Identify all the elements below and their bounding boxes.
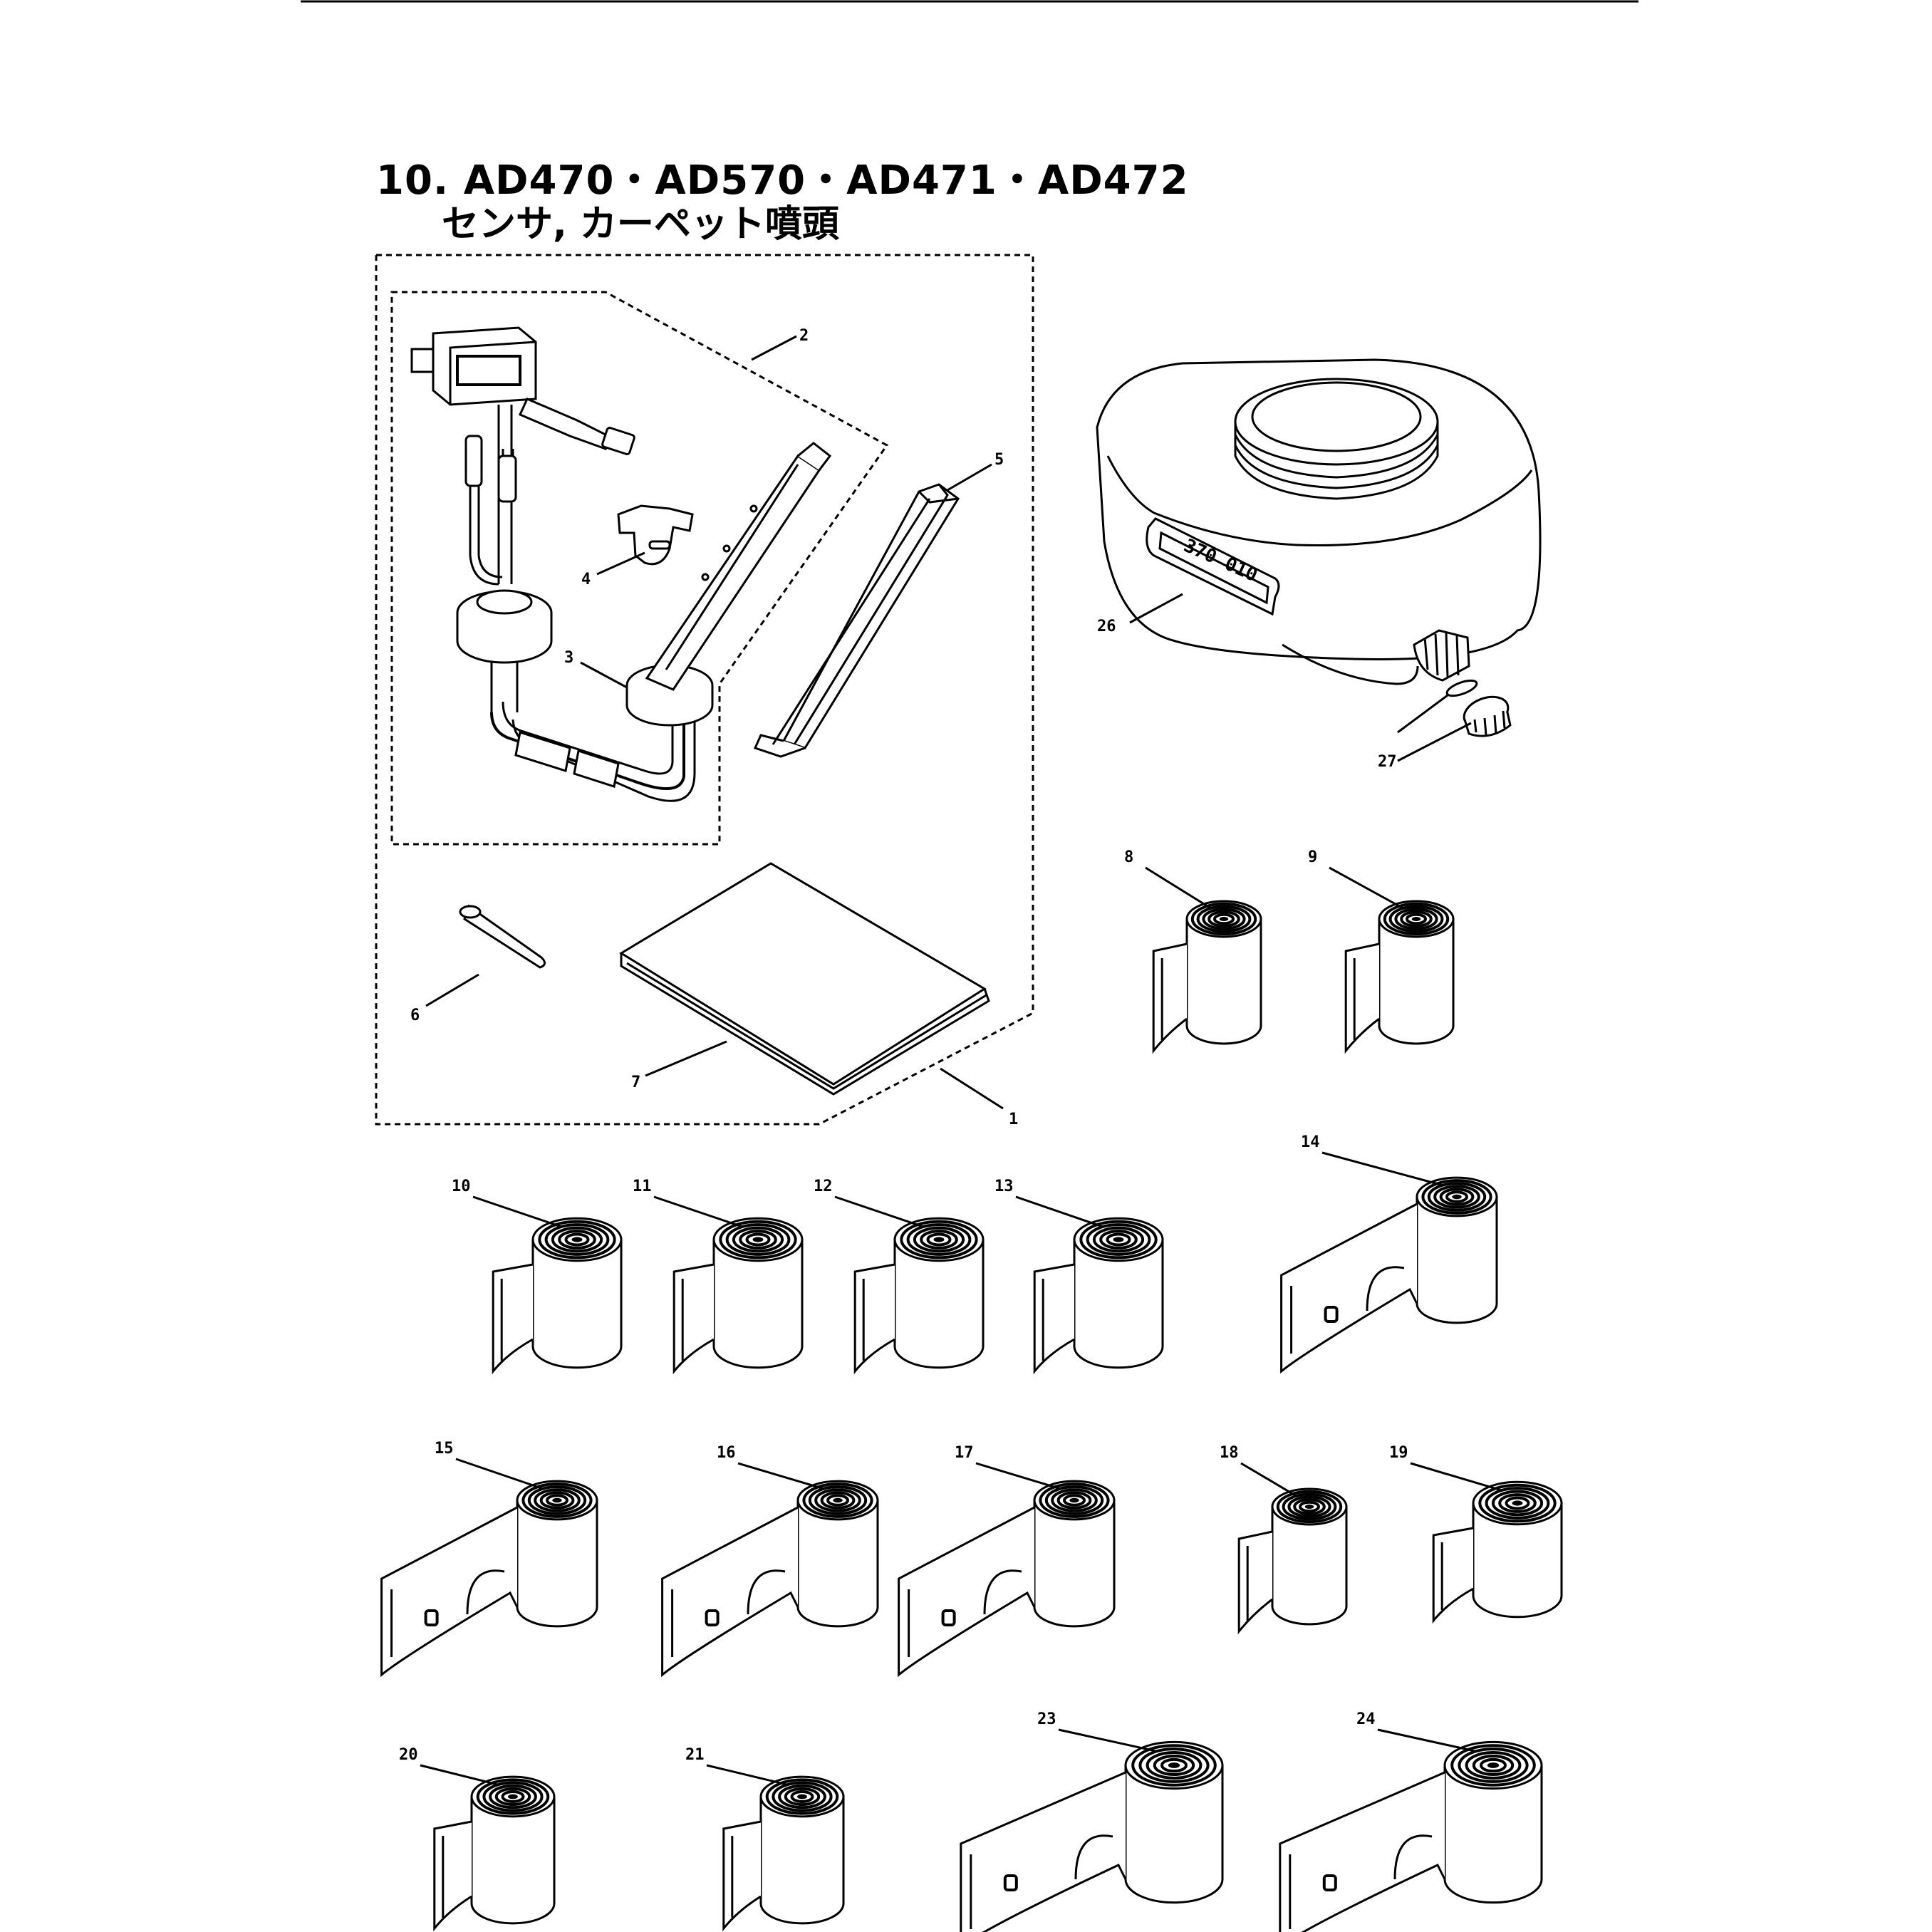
tape-roll-20: 20 bbox=[399, 1746, 556, 1932]
tape-roll-13: 13 bbox=[994, 1178, 1164, 1375]
clip-part-4 bbox=[617, 504, 694, 566]
callout-9: 9 bbox=[1308, 848, 1317, 866]
electrode-bar-part-5 bbox=[753, 483, 960, 758]
callout-11: 11 bbox=[633, 1178, 652, 1195]
manual-part-7 bbox=[619, 862, 990, 1096]
callout-19: 19 bbox=[1389, 1444, 1408, 1462]
callout-4: 4 bbox=[581, 571, 591, 588]
tape-roll-10: 10 bbox=[452, 1178, 623, 1375]
tape-roll-8: 8 bbox=[1124, 848, 1262, 1054]
callout-12: 12 bbox=[814, 1178, 833, 1195]
callout-21: 21 bbox=[685, 1746, 705, 1764]
tape-roll-19: 19 bbox=[1389, 1444, 1563, 1624]
callout-23: 23 bbox=[1037, 1710, 1056, 1728]
callout-1: 1 bbox=[1009, 1111, 1018, 1128]
callout-7: 7 bbox=[631, 1074, 640, 1091]
callout-10: 10 bbox=[452, 1178, 471, 1195]
callout-15: 15 bbox=[435, 1440, 454, 1458]
tape-roll-21: 21 bbox=[685, 1746, 845, 1932]
callout-18: 18 bbox=[1220, 1444, 1239, 1462]
sensor-assembly-boundary-dashed bbox=[390, 291, 889, 846]
tape-roll-23: 23 bbox=[960, 1710, 1224, 1932]
callout-2: 2 bbox=[799, 327, 809, 345]
callout-24: 24 bbox=[1356, 1710, 1376, 1728]
tape-roll-12: 12 bbox=[814, 1178, 985, 1375]
callout-labels: 1 2 3 4 5 6 7 26 27 bbox=[410, 327, 1397, 1128]
tape-roll-24: 24 bbox=[1279, 1710, 1543, 1932]
tape-roll-18: 18 bbox=[1220, 1444, 1348, 1635]
sensor-assembly-part bbox=[410, 326, 696, 802]
callout-16: 16 bbox=[717, 1444, 736, 1462]
pin-part-6 bbox=[459, 904, 546, 969]
tape-roll-15: 15 bbox=[380, 1440, 598, 1678]
diagram-subtitle: センサ, カーペット噴頭 bbox=[442, 203, 839, 246]
tape-roll-17: 17 bbox=[898, 1444, 1116, 1678]
tape-roll-14: 14 bbox=[1280, 1133, 1498, 1374]
callout-17: 17 bbox=[955, 1444, 974, 1462]
tape-roll-11: 11 bbox=[633, 1178, 804, 1375]
tape-roll-9: 9 bbox=[1308, 848, 1455, 1054]
o-ring-part-27 bbox=[1445, 679, 1478, 697]
callout-20: 20 bbox=[399, 1746, 418, 1764]
tape-roll-16: 16 bbox=[661, 1444, 879, 1678]
tank-part-25: 370 010 bbox=[1096, 358, 1542, 685]
callout-26: 27 bbox=[1378, 753, 1397, 771]
cap-part-26 bbox=[1463, 695, 1512, 737]
diagram-title: 10. AD470・AD570・AD471・AD472 bbox=[376, 157, 1189, 204]
probe-holder-part-3 bbox=[625, 442, 832, 727]
callout-25: 26 bbox=[1097, 618, 1116, 635]
callout-13: 13 bbox=[994, 1178, 1014, 1195]
callout-14: 14 bbox=[1301, 1133, 1320, 1151]
callout-8: 8 bbox=[1124, 848, 1133, 866]
callout-3: 3 bbox=[564, 649, 573, 667]
callout-6: 6 bbox=[410, 1007, 420, 1024]
leader-lines bbox=[425, 335, 1472, 1110]
callout-5: 5 bbox=[994, 451, 1004, 469]
